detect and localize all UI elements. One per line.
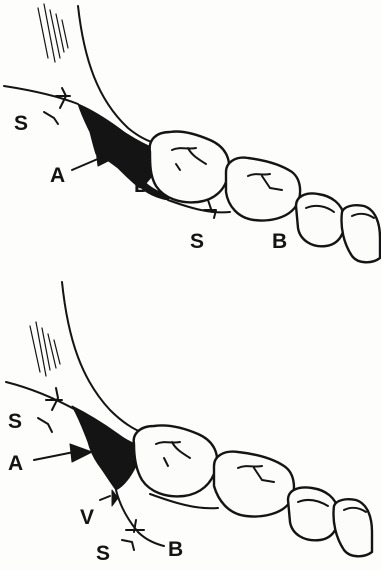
bottom-suture-thread bbox=[6, 382, 76, 410]
bottom-label-s: S bbox=[8, 410, 22, 433]
top-label-a: A bbox=[50, 164, 65, 187]
top-hatching bbox=[38, 4, 68, 62]
bottom-label-a: A bbox=[8, 452, 23, 475]
bottom-thread-down bbox=[116, 490, 164, 546]
bottom-label-s-low: S bbox=[96, 542, 110, 565]
top-lower-suture bbox=[204, 200, 216, 218]
top-tooth-2 bbox=[226, 158, 300, 221]
bottom-label-v: V bbox=[80, 506, 94, 529]
bottom-tooth-1 bbox=[134, 425, 217, 496]
bottom-tooth-2 bbox=[214, 452, 294, 517]
bottom-arrow-shaft bbox=[34, 452, 74, 460]
top-arrow-shaft bbox=[72, 158, 100, 170]
bottom-illustration: S A V S B bbox=[6, 282, 372, 565]
bottom-hatching bbox=[30, 322, 60, 376]
top-label-s: S bbox=[14, 112, 28, 135]
top-suture-knot bbox=[44, 88, 70, 124]
bottom-tooth-3 bbox=[288, 488, 338, 541]
top-label-s-low: S bbox=[190, 230, 204, 253]
bottom-label-b: B bbox=[168, 538, 183, 561]
top-label-b-left: B bbox=[134, 174, 149, 197]
top-tooth-3 bbox=[296, 194, 344, 247]
top-label-b-right: B bbox=[272, 230, 287, 253]
top-tooth-1 bbox=[150, 131, 229, 202]
top-illustration: S A B S B bbox=[4, 4, 380, 262]
bottom-arrow-head bbox=[70, 444, 92, 462]
